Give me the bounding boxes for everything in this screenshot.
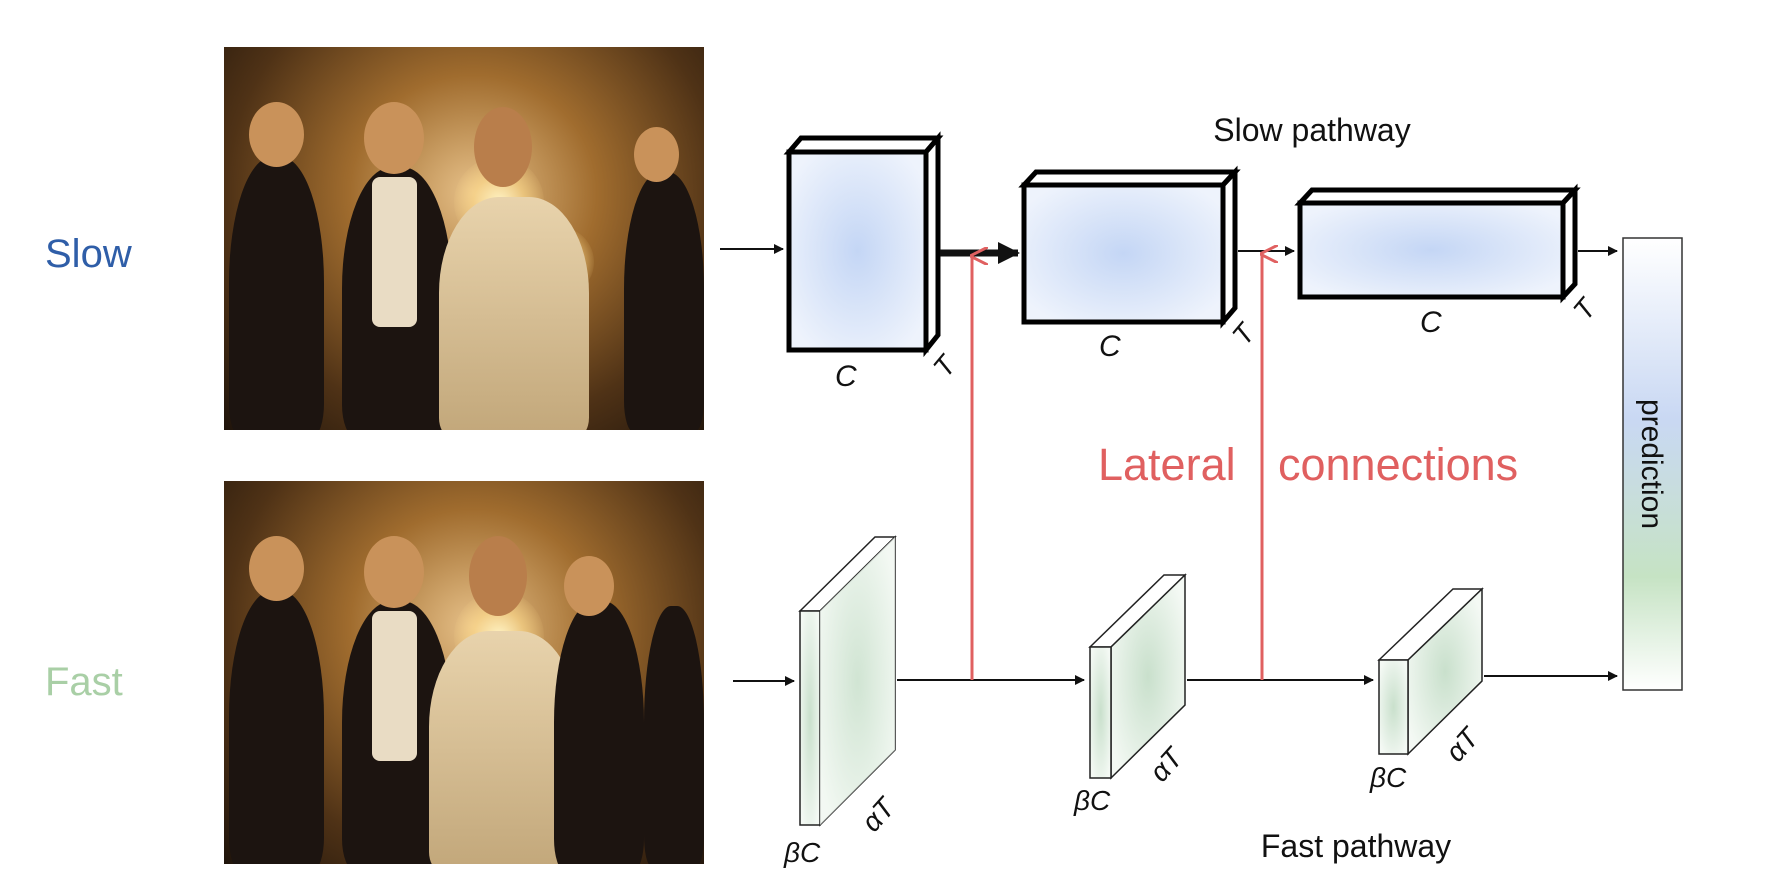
slow-block-3-time-label: T: [1567, 291, 1603, 325]
slow-pathway-label: Slow pathway: [1213, 112, 1410, 148]
slow-block-3: [1294, 183, 1581, 304]
slow-block-2-time-label: T: [1226, 316, 1262, 350]
fast-block-2-channel-label: βC: [1073, 785, 1111, 816]
slow-block-3-channel-label: C: [1420, 306, 1442, 339]
fast-block-2-time-label: αT: [1143, 741, 1189, 788]
slow-block-1-channel-label: C: [835, 360, 857, 393]
fast-block-1-time-label: αT: [855, 791, 901, 838]
fast-block-3-time-label: αT: [1439, 721, 1485, 768]
fast-pathway-label: Fast pathway: [1261, 828, 1451, 864]
slow-input-frame: [224, 47, 704, 430]
fast-block-1: [798, 535, 897, 827]
fast-row-label: Fast: [45, 660, 123, 704]
prediction-label: prediction: [1635, 399, 1668, 529]
slow-block-2: [1018, 165, 1241, 329]
slow-block-1: [783, 131, 944, 358]
prediction-bar: [1622, 237, 1683, 691]
lateral-label-word2: connections: [1278, 439, 1518, 490]
slow-block-2-channel-label: C: [1099, 330, 1121, 363]
fast-block-3: [1377, 587, 1484, 756]
slow-block-1-time-label: T: [927, 348, 963, 382]
fast-block-2: [1088, 573, 1187, 780]
fast-block-1-channel-label: βC: [783, 837, 821, 868]
fast-block-3-channel-label: βC: [1369, 762, 1407, 793]
fast-input-frame: [224, 481, 704, 864]
slow-row-label: Slow: [45, 232, 132, 276]
lateral-label-word1: Lateral: [1098, 439, 1236, 490]
